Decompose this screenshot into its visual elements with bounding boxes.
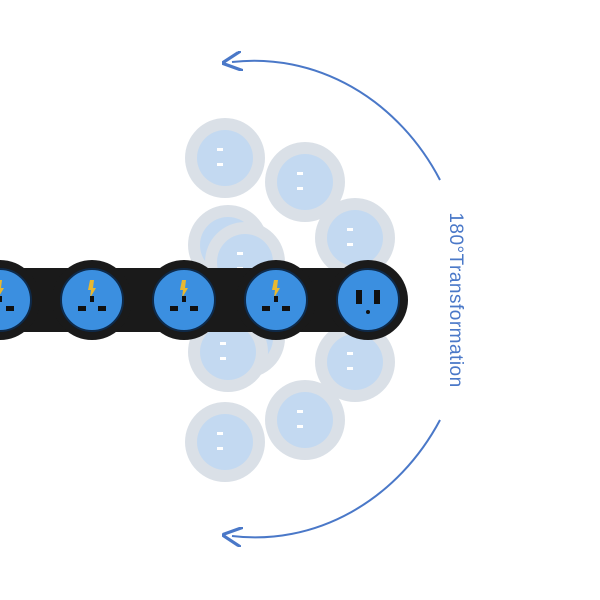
ghost-socket (277, 154, 333, 210)
transformation-caption: 180°Transformation (445, 212, 466, 388)
ground-pin-icon (0, 280, 4, 295)
usb-socket (336, 268, 400, 332)
ghost-socket (327, 210, 383, 266)
ground-pin-icon (272, 280, 280, 298)
usb-port-icon (374, 290, 380, 304)
ghost-socket (277, 392, 333, 448)
universal-socket (0, 268, 32, 332)
ground-pin-icon (88, 280, 96, 298)
ghost-socket (197, 414, 253, 470)
usb-port-icon (356, 290, 362, 304)
sockets (0, 260, 408, 340)
ghost-socket (327, 334, 383, 390)
ground-pin-icon (180, 280, 188, 298)
rotation-arrow-bottom (232, 419, 441, 537)
ghost-socket (200, 324, 256, 380)
ghost-socket (197, 130, 253, 186)
rotation-arrow-top (232, 61, 441, 181)
